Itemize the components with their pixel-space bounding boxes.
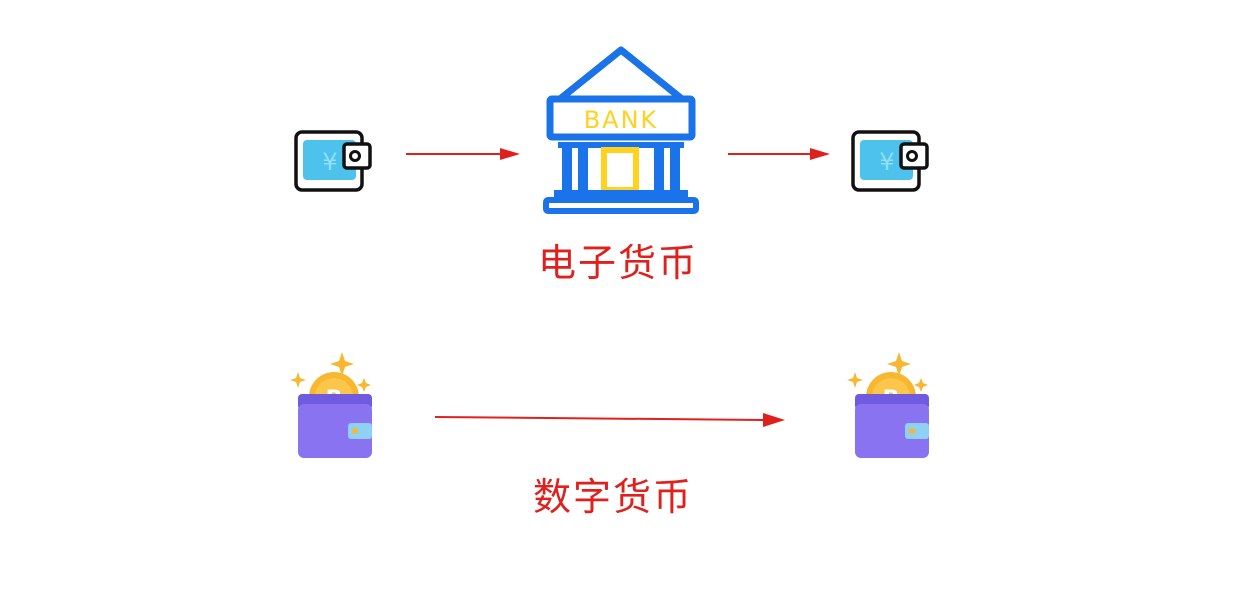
bitcoin-wallet-icon-source: B <box>290 352 372 458</box>
digital-currency-caption: 数字货币 <box>533 475 694 519</box>
transfer-arrow-from-bank <box>728 148 830 160</box>
transfer-arrow-to-bank <box>406 148 520 160</box>
yen-symbol: ¥ <box>879 148 894 176</box>
yen-wallet-icon-source: ¥ <box>294 130 372 192</box>
electronic-currency-flow: ¥ BANK ¥ 电子货币 <box>294 46 929 285</box>
yen-symbol: ¥ <box>322 148 337 176</box>
bank-building-icon: BANK <box>543 46 699 214</box>
yen-wallet-icon-destination: ¥ <box>851 130 929 192</box>
transfer-arrow-direct <box>434 413 785 427</box>
bank-sign: BANK <box>584 106 659 134</box>
digital-currency-flow: B B 数字货币 <box>0 300 1242 597</box>
electronic-currency-caption: 电子货币 <box>538 241 699 285</box>
bitcoin-wallet-icon-destination: B <box>847 352 929 458</box>
